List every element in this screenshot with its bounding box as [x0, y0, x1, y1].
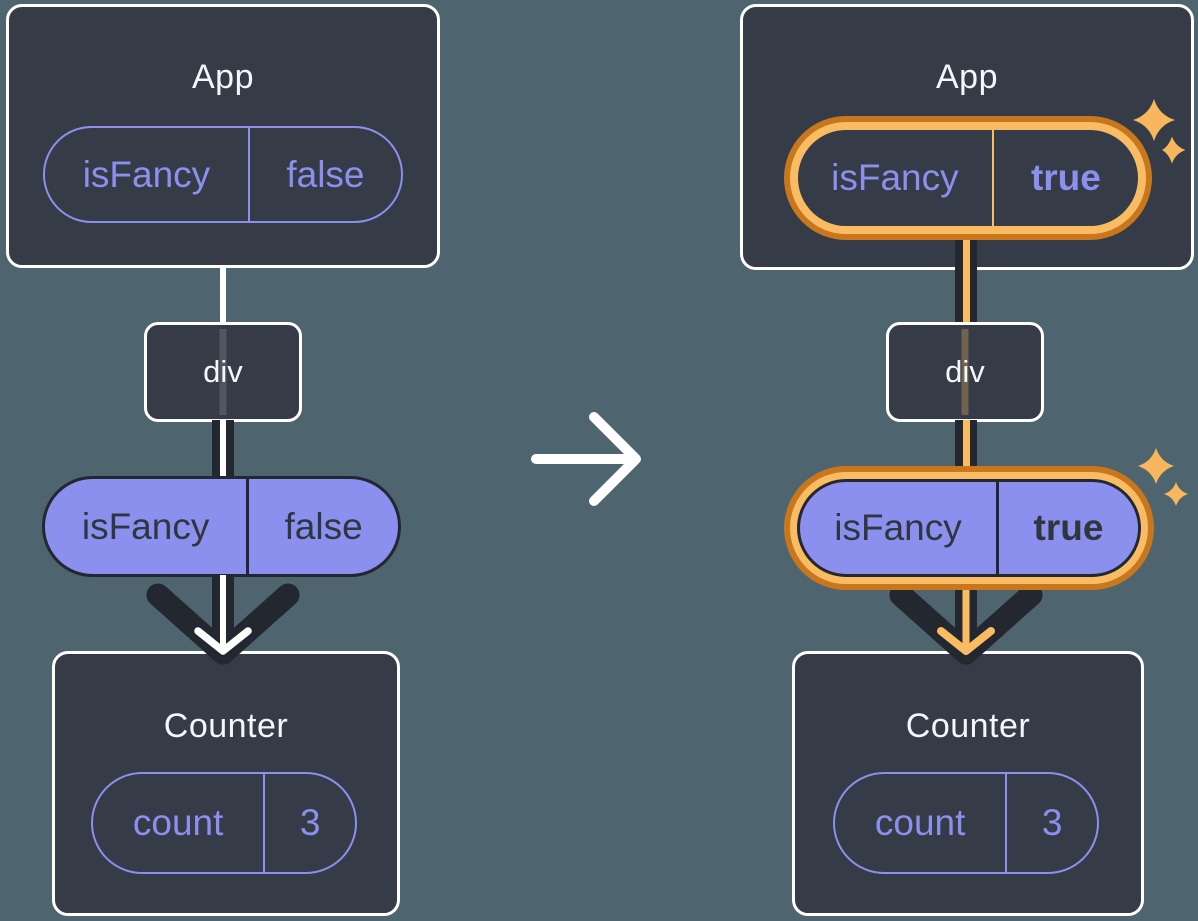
app-title: App — [192, 58, 254, 96]
prop-flow-arrow-icon — [146, 575, 300, 665]
connector-div-to-prop — [955, 420, 977, 478]
counter-title: Counter — [905, 707, 1031, 745]
connector-app-to-div — [220, 266, 226, 324]
pass-through-line — [961, 329, 969, 415]
connector-app-to-div — [955, 236, 977, 322]
connector-core — [220, 420, 226, 478]
state-name: isFancy — [82, 153, 211, 195]
prop-value: false — [246, 479, 398, 574]
div-box: div — [886, 322, 1044, 422]
sparkle-icon — [1138, 448, 1188, 506]
counter-state-pill: count 3 — [91, 772, 357, 874]
state-value: 3 — [263, 774, 355, 872]
prop-pill: isFancy false — [42, 476, 401, 577]
connector-core — [962, 236, 970, 322]
connector-core — [962, 420, 970, 478]
counter-title: Counter — [163, 707, 289, 745]
prop-pill-highlighted: isFancy true — [784, 466, 1154, 590]
div-box: div — [144, 322, 302, 422]
state-value: 3 — [1005, 774, 1097, 872]
state-name: isFancy — [831, 157, 959, 198]
connector-div-to-prop — [212, 420, 234, 478]
prop-name: isFancy — [81, 505, 210, 547]
arrow-tip-orange — [937, 627, 995, 655]
counter-state-pill: count 3 — [833, 772, 1099, 874]
app-title: App — [936, 58, 998, 96]
prop-name: isFancy — [834, 507, 962, 548]
prop-flow-arrow-icon — [889, 575, 1043, 665]
state-value: false — [247, 128, 401, 221]
pass-through-line — [219, 329, 227, 415]
sparkle-icon — [1133, 99, 1186, 164]
div-label: div — [203, 354, 243, 389]
app-state-pill-highlighted: isFancy true — [784, 116, 1152, 240]
prop-value: true — [996, 482, 1138, 574]
arrow-core-white — [220, 575, 226, 647]
state-name: count — [874, 802, 966, 843]
div-label: div — [945, 354, 985, 389]
state-value: true — [991, 130, 1138, 226]
arrow-right-icon — [531, 412, 641, 506]
app-state-pill: isFancy false — [43, 126, 403, 223]
arrow-core-orange — [962, 575, 970, 647]
state-name: count — [132, 802, 224, 843]
arrow-tip-white — [194, 627, 252, 655]
